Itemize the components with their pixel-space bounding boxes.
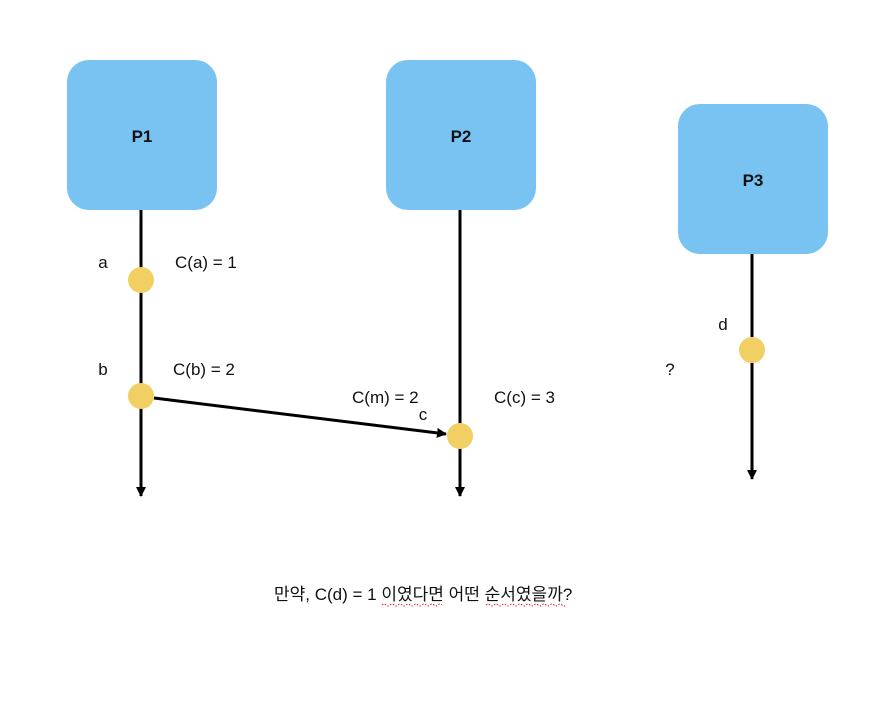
process-label-p2: P2 bbox=[451, 127, 472, 146]
event-dot-c bbox=[447, 423, 473, 449]
event-dot-d bbox=[739, 337, 765, 363]
process-box-p3 bbox=[678, 104, 828, 254]
event-label-b: b bbox=[98, 360, 107, 379]
spellcheck-underline-1 bbox=[381, 603, 443, 607]
process-box-p2 bbox=[386, 60, 536, 210]
event-label-c: c bbox=[419, 405, 428, 424]
caption-prefix: 만약, C(d) = 1 bbox=[274, 585, 381, 604]
event-label-a: a bbox=[98, 253, 108, 272]
event-dot-b bbox=[128, 383, 154, 409]
caption-middle: 어떤 bbox=[444, 585, 485, 604]
clock-label-cb: C(b) = 2 bbox=[173, 360, 235, 379]
question-mark: ? bbox=[665, 360, 674, 379]
process-label-p1: P1 bbox=[132, 127, 153, 146]
caption-text: 만약, C(d) = 1 이였다면 어떤 순서였을까? bbox=[274, 585, 572, 604]
caption-underlined-word-2: 순서였을까 bbox=[485, 585, 564, 604]
caption-suffix: ? bbox=[563, 585, 572, 604]
clock-label-ca: C(a) = 1 bbox=[175, 253, 237, 272]
process-label-p3: P3 bbox=[743, 171, 764, 190]
caption-underlined-word: 이였다면 bbox=[381, 585, 444, 604]
process-box-p1 bbox=[67, 60, 217, 210]
event-dot-a bbox=[128, 267, 154, 293]
message-arrow-m bbox=[153, 396, 447, 438]
clock-label-cm: C(m) = 2 bbox=[352, 388, 419, 407]
spellcheck-underline-2 bbox=[485, 603, 567, 607]
event-label-d: d bbox=[718, 315, 727, 334]
clock-label-cc: C(c) = 3 bbox=[494, 388, 555, 407]
